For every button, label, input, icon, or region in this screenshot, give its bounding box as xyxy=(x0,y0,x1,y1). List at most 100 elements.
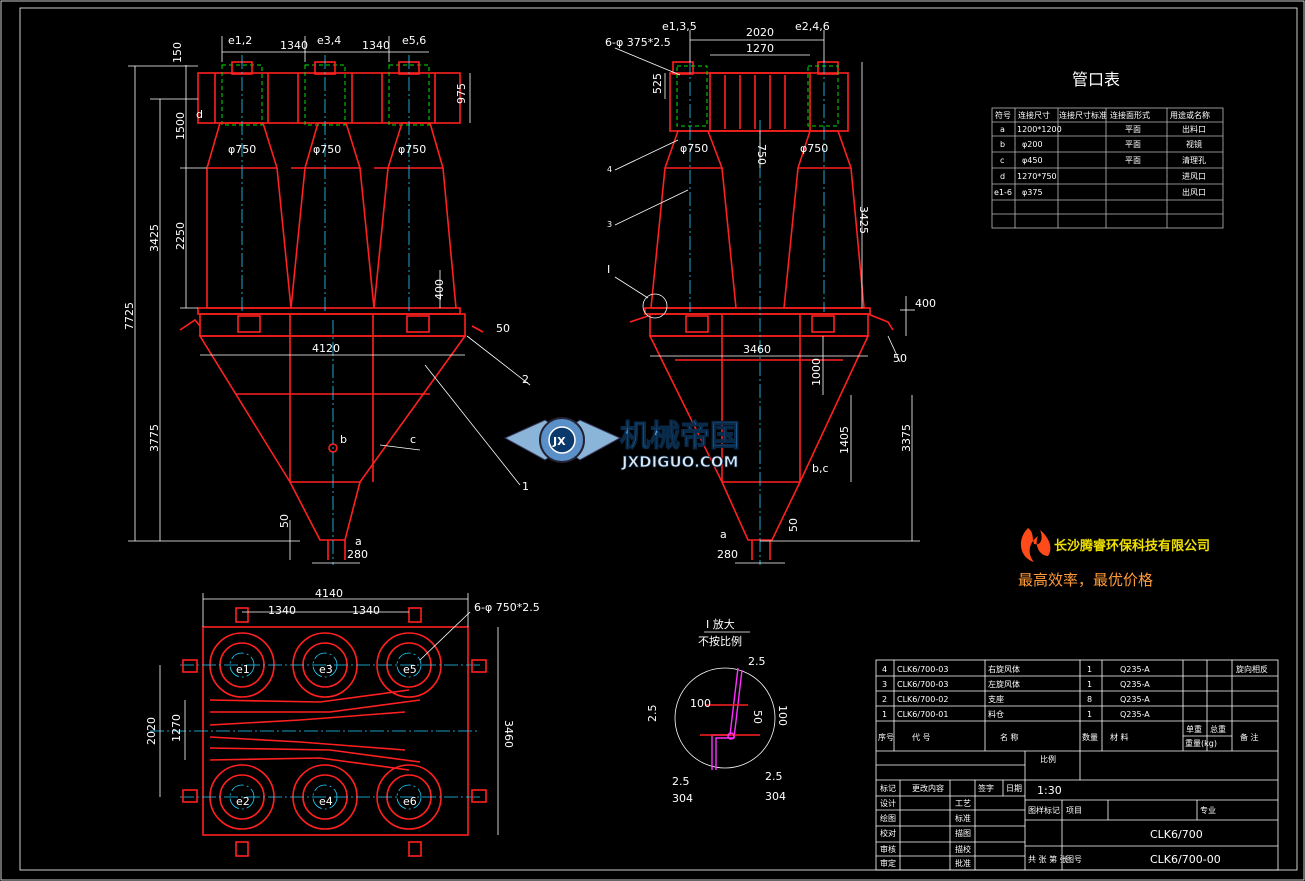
dim-text: 50 xyxy=(496,322,510,335)
part-header: 代 号 xyxy=(912,732,931,742)
dim-text: 3425 xyxy=(857,206,870,234)
tb-label: 专业 xyxy=(1200,805,1216,815)
dim-text: 2.5 xyxy=(672,775,690,788)
dim-text: e2,4,6 xyxy=(795,20,830,33)
watermark: JX 机械帝国 JXDIGUO.COM xyxy=(503,417,741,471)
dim-text: 975 xyxy=(455,83,468,104)
dim-text: 1340 xyxy=(362,39,390,52)
detail-title: I 放大 xyxy=(706,617,735,631)
front-inlet-duct xyxy=(197,72,461,124)
dim-text: 2250 xyxy=(174,222,187,250)
tb-label: 工艺 xyxy=(955,799,971,808)
tb-label: 描图 xyxy=(955,828,971,838)
dim-text: 1000 xyxy=(810,358,823,386)
dim-text: 304 xyxy=(765,790,786,803)
dim-text: 304 xyxy=(672,792,693,805)
label-text: c xyxy=(410,433,416,446)
label-text: φ750 xyxy=(800,142,828,155)
tb-label: 审定 xyxy=(880,858,896,868)
nozzle-cell: φ200 xyxy=(1022,140,1043,149)
nozzle-cell: 平面 xyxy=(1125,125,1141,134)
tb-label: 日期 xyxy=(1006,784,1022,793)
dim-text: 2020 xyxy=(145,717,158,745)
tb-label: 审核 xyxy=(880,844,896,854)
outlet-label: e1 xyxy=(236,663,250,676)
part-cell: Q235-A xyxy=(1120,680,1150,689)
label-text: a xyxy=(720,528,727,541)
dim-text: e1,2 xyxy=(228,34,252,47)
flame-icon xyxy=(1020,528,1051,562)
detail-circle xyxy=(674,667,776,769)
parts-list: 4 CLK6/700-03 右旋风体 1 Q235-A 旋向相反 3 CLK6/… xyxy=(875,659,1279,871)
nozzle-cell: 出风口 xyxy=(1182,187,1206,197)
dim-text: 4120 xyxy=(312,342,340,355)
part-cell: 支座 xyxy=(988,694,1004,704)
dim-text: e5,6 xyxy=(402,34,426,47)
nozzle-cell: 1200*1200 xyxy=(1017,125,1062,134)
dim-text: 280 xyxy=(347,548,368,561)
part-cell: Q235-A xyxy=(1120,710,1150,719)
front-view: 150 e1,2 1340 e3,4 1340 e5,6 975 1500 22… xyxy=(123,34,531,565)
nozzle-cell: 平面 xyxy=(1125,140,1141,149)
dim-text: 3425 xyxy=(148,224,161,252)
company-slogan: 最高效率，最优价格 xyxy=(1018,571,1153,589)
label-text: φ750 xyxy=(680,142,708,155)
nozzle-header: 用途或名称 xyxy=(1170,110,1210,120)
nozzle-cell: a xyxy=(1000,125,1005,134)
scale-label: 比例 xyxy=(1040,754,1056,764)
dim-text: 50 xyxy=(751,710,764,724)
badge-text: JX xyxy=(552,435,566,448)
tb-label: 绘图 xyxy=(880,813,896,823)
part-header: 数量 xyxy=(1082,732,1098,742)
dim-text: 3460 xyxy=(743,343,771,356)
dim-text: 4140 xyxy=(315,587,343,600)
sheet-info: 共 张 第 张 xyxy=(1028,854,1068,864)
dim-text: 50 xyxy=(278,514,291,528)
dim-text: 50 xyxy=(893,352,907,365)
front-hopper xyxy=(198,335,467,483)
inner-frame xyxy=(19,7,1298,871)
dim-text: 1270 xyxy=(170,714,183,742)
watermark-url: JXDIGUO.COM xyxy=(621,453,738,471)
dim-text: 1340 xyxy=(268,604,296,617)
nozzle-cell: b xyxy=(1000,140,1005,149)
part-header: 重量(kg) xyxy=(1185,738,1217,748)
dim-text: 750 xyxy=(755,144,768,165)
part-header: 总重 xyxy=(1210,724,1226,734)
dim-text: 100 xyxy=(690,697,711,710)
dim-text: 2020 xyxy=(746,26,774,39)
drawing-name: CLK6/700 xyxy=(1150,828,1203,841)
nozzle-cell: 1270*750 xyxy=(1017,172,1057,181)
outlet-label: e5 xyxy=(403,663,417,676)
dim-text: e1,3,5 xyxy=(662,20,697,33)
label-text: 4 xyxy=(607,165,612,174)
nozzle-cell: c xyxy=(1000,156,1004,165)
detail-subtitle: 不按比例 xyxy=(698,634,742,648)
nozzle-cell: e1-6 xyxy=(994,188,1012,197)
dim-text: 3375 xyxy=(900,424,913,452)
part-header: 序号 xyxy=(878,732,894,742)
label-text: φ750 xyxy=(228,143,256,156)
part-header: 单重 xyxy=(1186,724,1202,734)
part-cell: 8 xyxy=(1087,695,1092,704)
part-cell: Q235-A xyxy=(1120,695,1150,704)
nozzle-header: 连接尺寸 xyxy=(1018,110,1050,120)
dim-text: 50 xyxy=(787,518,800,532)
outlet-label: e3 xyxy=(319,663,333,676)
part-cell: 左旋风体 xyxy=(988,679,1020,689)
part-cell: 2 xyxy=(882,695,887,704)
watermark-brand: 机械帝国 xyxy=(620,419,740,454)
dim-text: 3460 xyxy=(502,720,515,748)
dim-text: 400 xyxy=(433,279,446,300)
tb-label: 签字 xyxy=(978,783,994,793)
label-text: d xyxy=(196,108,203,121)
nozzle-cell: 视镜 xyxy=(1186,139,1202,149)
nozzle-header: 符号 xyxy=(995,110,1011,120)
part-cell: 1 xyxy=(882,710,887,719)
nozzle-cell: 出料口 xyxy=(1182,124,1206,134)
side-inlet-duct xyxy=(669,72,849,132)
part-cell: 1 xyxy=(1087,665,1092,674)
tb-label: 校对 xyxy=(880,828,896,838)
